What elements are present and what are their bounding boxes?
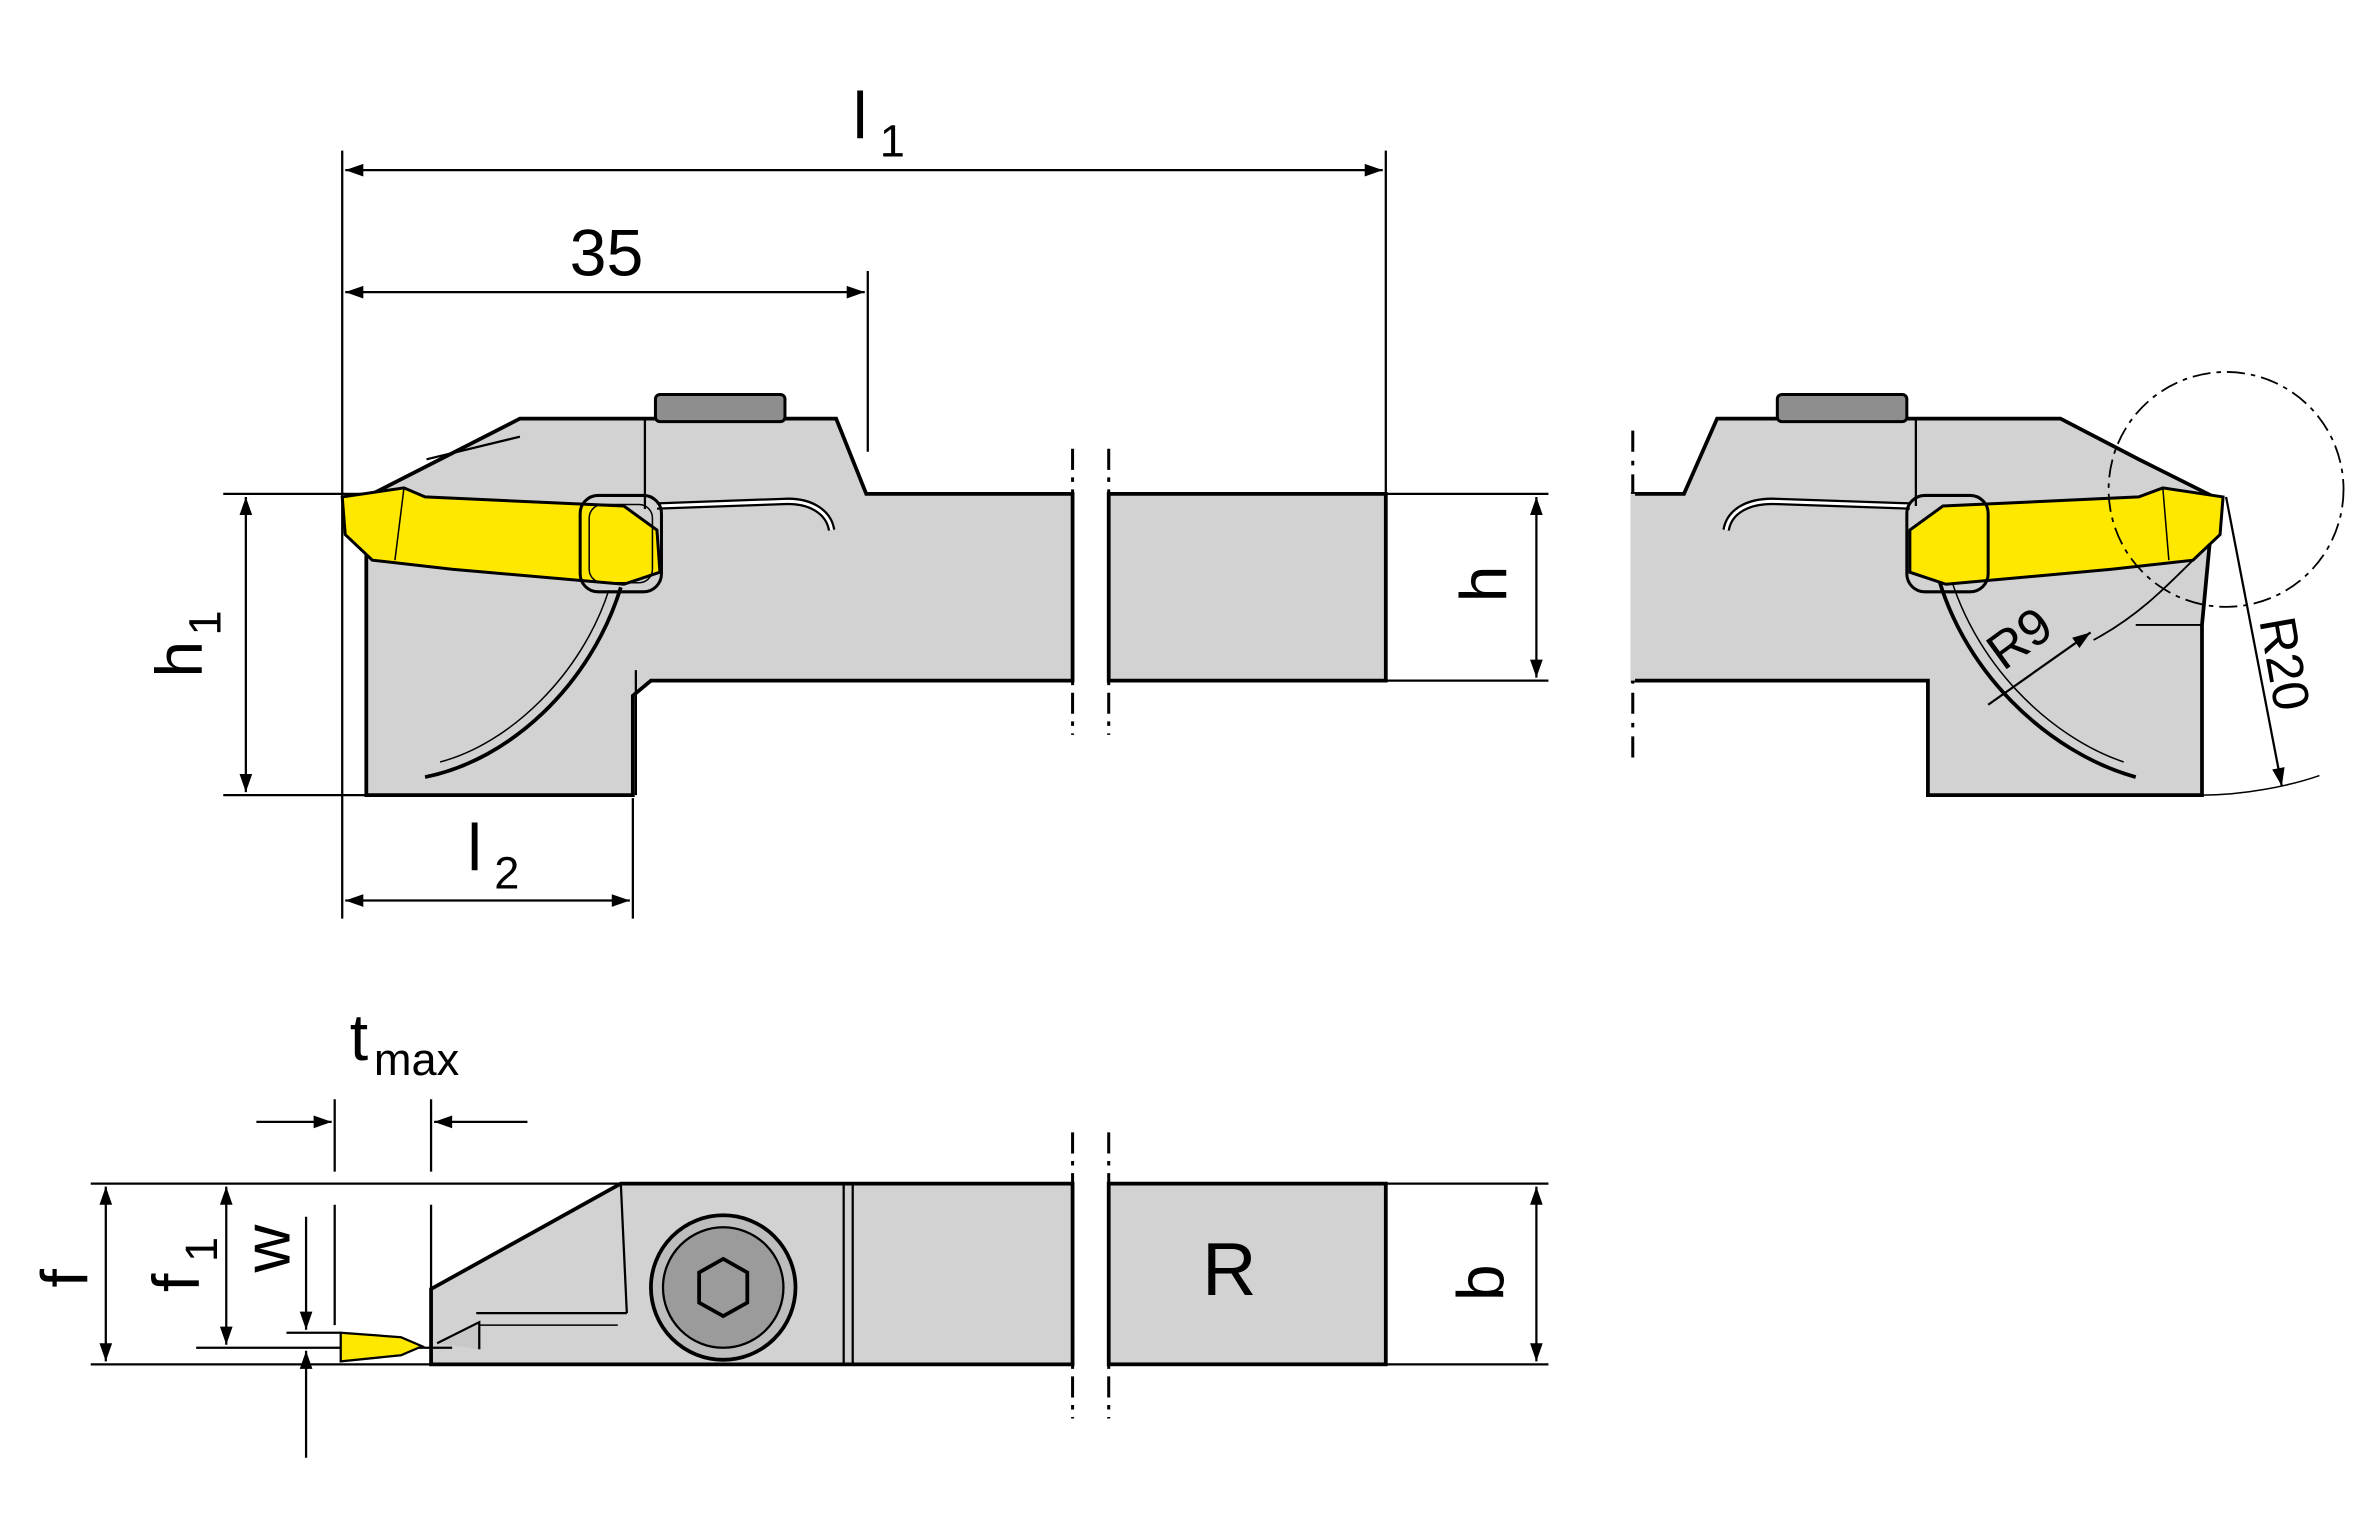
clamp-top bbox=[653, 393, 787, 424]
top-view bbox=[339, 1132, 1388, 1419]
label-h: h bbox=[1447, 565, 1521, 602]
label-f: f bbox=[29, 1269, 103, 1288]
relief-curve-right bbox=[1932, 559, 2137, 779]
dimensions-top bbox=[223, 150, 1549, 919]
holder-body-left bbox=[364, 416, 1075, 797]
label-h1: h bbox=[143, 641, 217, 678]
label-b: b bbox=[1444, 1264, 1518, 1301]
label-r-hand: R bbox=[1202, 1227, 1256, 1311]
holder-body-mirror bbox=[1630, 416, 2217, 797]
side-view-left bbox=[340, 393, 1388, 797]
label-l2: l bbox=[467, 811, 482, 885]
labels-bottom: t max f f 1 w b R bbox=[29, 1001, 1519, 1311]
labels-top: l 1 35 h 1 h l 2 bbox=[143, 80, 1521, 899]
label-f1-sub: 1 bbox=[176, 1237, 227, 1262]
label-f1: f bbox=[140, 1273, 214, 1292]
label-tmax-sub: max bbox=[374, 1034, 460, 1085]
clamp-top-right bbox=[1775, 393, 1909, 424]
label-tmax: t bbox=[350, 1001, 368, 1075]
side-view-right bbox=[1630, 371, 2345, 797]
label-l1-sub: 1 bbox=[880, 116, 905, 167]
label-w: w bbox=[231, 1224, 305, 1273]
hex-socket-icon bbox=[697, 1256, 750, 1319]
dimensions-bottom bbox=[90, 1099, 1549, 1458]
label-l2-sub: 2 bbox=[494, 847, 519, 898]
holder-body-right bbox=[1106, 492, 1388, 683]
insert-top-view bbox=[339, 1331, 425, 1363]
label-h1-sub: 1 bbox=[179, 610, 230, 635]
relief-curve-left bbox=[424, 586, 623, 779]
label-35: 35 bbox=[570, 217, 644, 291]
label-r20: R20 bbox=[2248, 612, 2320, 714]
label-l1: l bbox=[853, 80, 868, 154]
r9-arc bbox=[2093, 559, 2194, 641]
r20-circle bbox=[2107, 371, 2345, 608]
